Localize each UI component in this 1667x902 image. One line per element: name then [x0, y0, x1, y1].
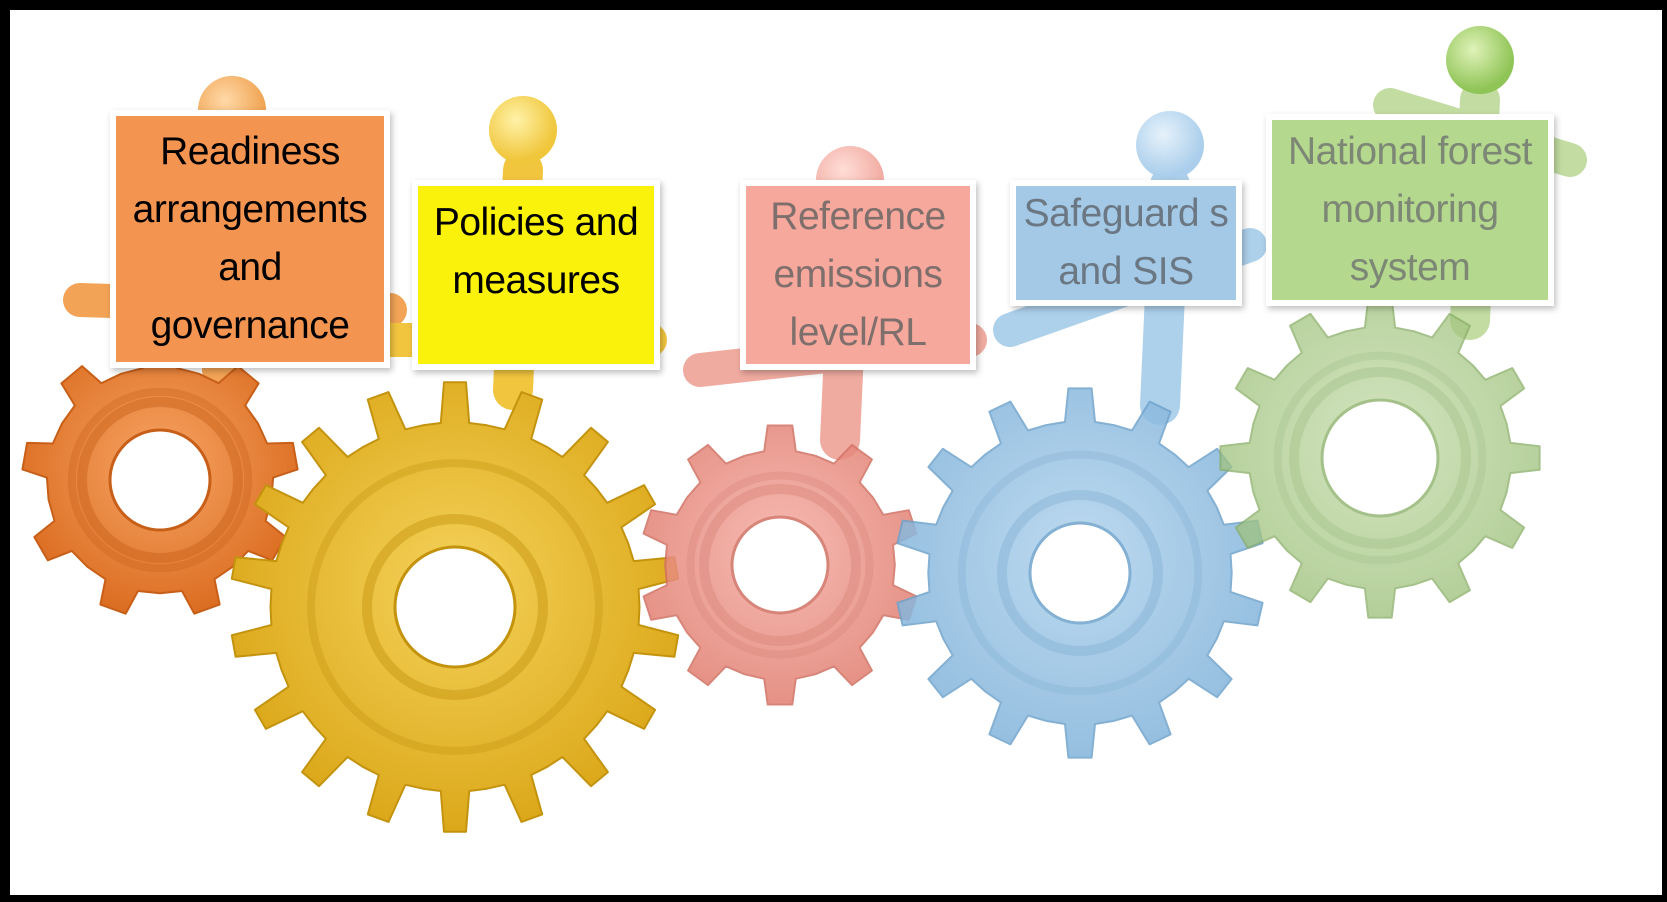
readiness-label-text: Readiness arrangements and governance	[132, 130, 368, 347]
reference-label: Reference emissions level/RL	[740, 180, 976, 370]
slide-frame: Readiness arrangements and governance Po…	[10, 10, 1662, 895]
nfms-label: National forest monitoring system	[1266, 114, 1554, 306]
gear-icon	[642, 424, 918, 706]
safeguards-label: Safeguard s and SIS	[1010, 180, 1242, 306]
safeguards-label-text: Safeguard s and SIS	[1023, 192, 1229, 293]
policies-label: Policies and measures	[412, 180, 660, 370]
policies-label-text: Policies and measures	[433, 201, 639, 302]
readiness-label: Readiness arrangements and governance	[110, 110, 390, 368]
reference-label-text: Reference emissions level/RL	[770, 195, 946, 354]
gear-icon	[21, 341, 299, 615]
gear-icon	[1219, 297, 1541, 619]
gear-icon	[230, 381, 680, 833]
gear-icon	[896, 387, 1264, 759]
nfms-label-text: National forest monitoring system	[1288, 130, 1532, 289]
